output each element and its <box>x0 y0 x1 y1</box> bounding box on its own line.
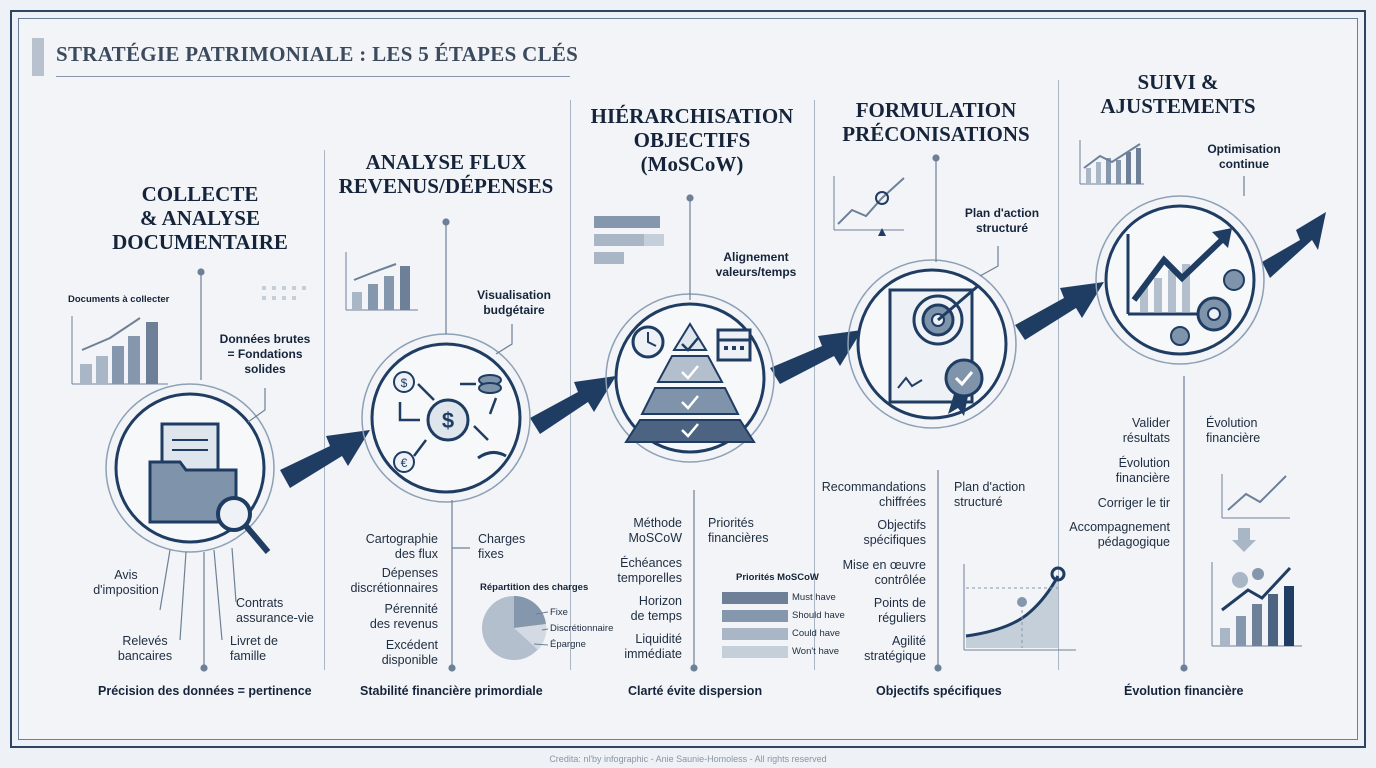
section-divider <box>814 100 815 670</box>
step4-growth-curve <box>963 564 1076 651</box>
dot-grid <box>262 286 306 300</box>
moscow-label: Could have <box>792 628 841 639</box>
outer-frame <box>10 10 1366 748</box>
step4-footer: Objectifs spécifiques <box>876 684 1002 698</box>
moscow-label: Must have <box>792 592 836 603</box>
section-divider <box>324 150 325 670</box>
inner-frame <box>18 18 1358 740</box>
step1-callout: Documents à collecter <box>68 294 170 305</box>
progress-arrow <box>280 212 1326 488</box>
moscow-bars <box>722 592 788 658</box>
step3-footer: Clarté évite dispersion <box>628 684 763 698</box>
title-underline <box>56 76 570 77</box>
moscow-title: Priorités MoSCoW <box>736 572 819 583</box>
step2-bar-chart <box>345 252 418 311</box>
step5-item: Corriger le tir <box>1097 496 1170 510</box>
svg-text:€: € <box>401 456 408 470</box>
svg-text:$: $ <box>401 376 408 390</box>
step5-small-chart <box>1211 474 1302 647</box>
page-title: STRATÉGIE PATRIMONIALE : LES 5 ÉTAPES CL… <box>56 42 579 66</box>
step4-line-chart <box>833 176 905 236</box>
step1-bar-chart <box>71 316 168 385</box>
step1-footer: Précision des données = pertinence <box>98 684 312 698</box>
pie-label: Discrétionnaire <box>550 623 614 634</box>
svg-text:$: $ <box>442 408 454 433</box>
step5-emblem <box>1095 195 1265 365</box>
moscow-label: Should have <box>792 610 845 621</box>
section-divider <box>570 100 571 670</box>
pie-title: Répartition des charges <box>480 582 589 593</box>
pie-label: Épargne <box>550 639 586 650</box>
pie-chart <box>482 595 549 660</box>
title-accent-bar <box>32 38 44 76</box>
step3-hbar-chart <box>594 216 664 264</box>
step2-emblem: $ $ € <box>361 333 531 503</box>
credit-line: Credita: nl'by infographic - Anie Saunie… <box>549 754 827 764</box>
step4-emblem <box>847 259 1017 429</box>
step3-emblem <box>605 293 775 463</box>
step5-footer: Évolution financière <box>1124 684 1244 698</box>
step1-emblem <box>105 383 275 554</box>
step5-bar-chart <box>1079 140 1144 185</box>
step2-footer: Stabilité financière primordiale <box>360 684 543 698</box>
step5-heading: SUIVI &AJUSTEMENTS <box>1100 70 1256 118</box>
moscow-label: Won't have <box>792 646 840 657</box>
section-divider <box>1058 80 1059 670</box>
pie-label: Fixe <box>550 607 568 618</box>
